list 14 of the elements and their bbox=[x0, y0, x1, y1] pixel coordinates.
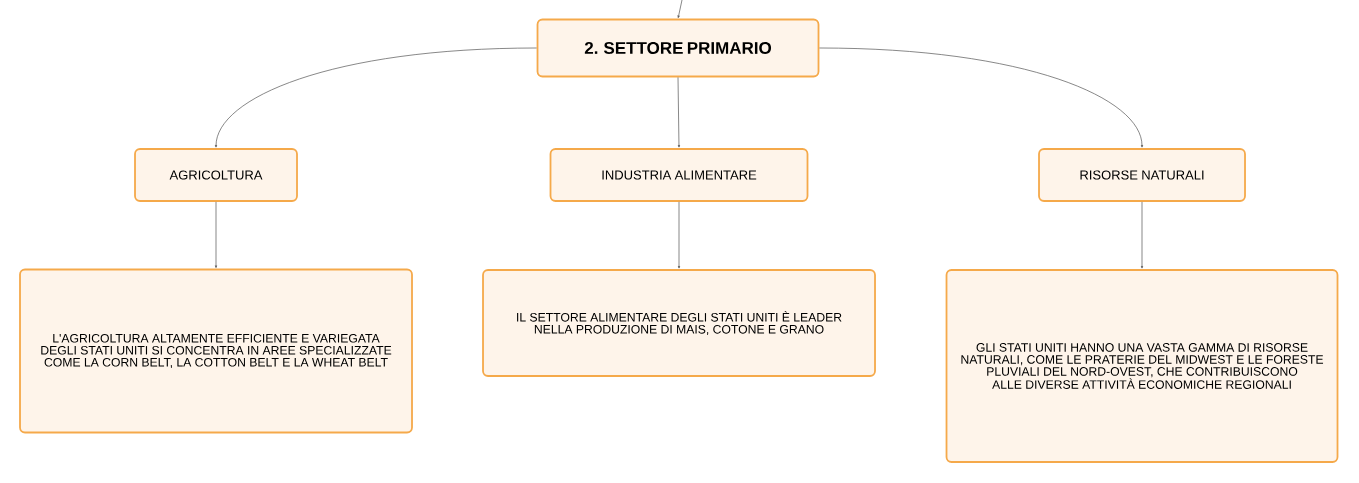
description-box: GLI STATI UNITI HANNO UNA VASTA GAMMA DI RISORSE NATURALI, COME LE PRATERIE DEL MIDWEST E LE FORESTE PLUVIALI DEL NORD-OVEST, CHE CONTRIBUISCONO ALLE DIVERSE ATTIVITÀ ECONOMICHE REGIONALI bbox=[945, 269, 1339, 463]
topic-box: INDUSTRIA ALIMENTARE bbox=[549, 148, 809, 202]
topic-box: RISORSE NATURALI bbox=[1038, 148, 1246, 202]
arrow bbox=[677, 201, 681, 269]
description-box: L'AGRICOLTURA ALTAMENTE EFFICIENTE E VARIEGATA DEGLI STATI UNITI SI CONCENTRA IN AREE SPECIALIZZATE COME LA CORN BELT, LA COTTON BELT E LA WHEAT BELT bbox=[19, 268, 413, 434]
description-box: IL SETTORE ALIMENTARE DEGLI STATI UNITI È LEADER NELLA PRODUZIONE DI MAIS, COTONE E GRANO bbox=[482, 269, 876, 377]
arrow bbox=[677, 77, 681, 148]
arrow bbox=[1140, 201, 1144, 269]
arrow bbox=[677, 0, 683, 18]
arrow bbox=[214, 201, 218, 268]
arrow bbox=[214, 47, 537, 148]
title-box: 2. SETTORE PRIMARIO bbox=[536, 18, 820, 78]
topic-box: AGRICOLTURA bbox=[134, 148, 298, 202]
arrow bbox=[819, 47, 1144, 148]
